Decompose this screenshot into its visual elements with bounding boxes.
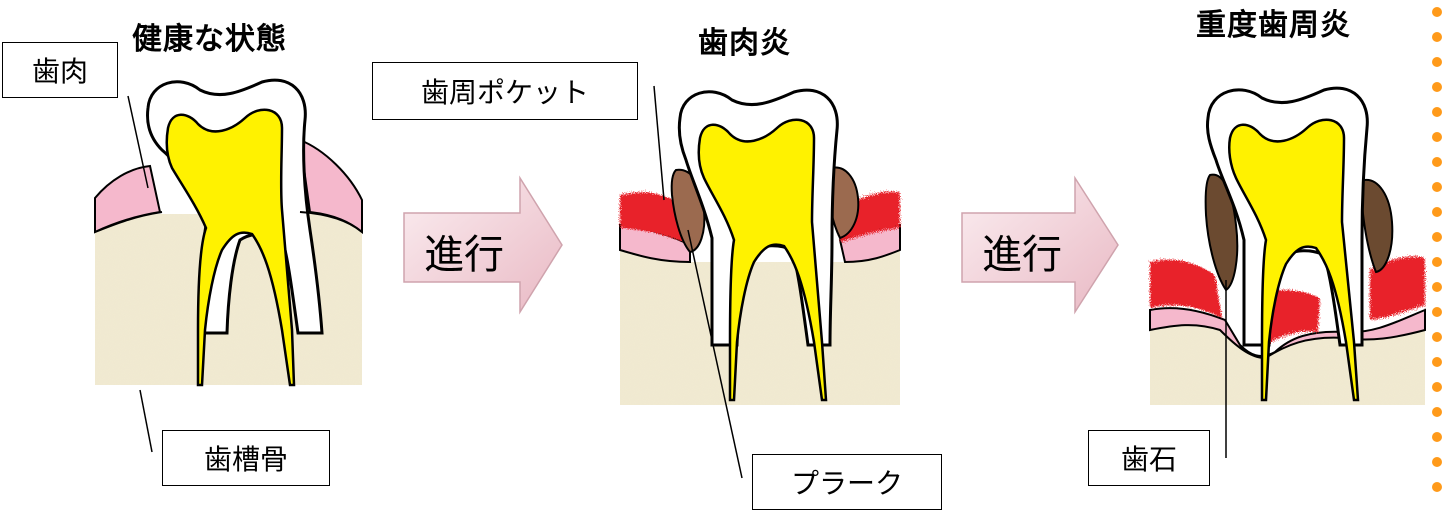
gingivitis-bone bbox=[620, 250, 900, 405]
plaque-label: プラーク bbox=[752, 454, 942, 510]
periodontitis-tartar-right bbox=[1362, 180, 1392, 272]
periodontitis-tooth-illustration bbox=[1150, 88, 1425, 405]
stage-title-periodontitis: 重度歯周炎 bbox=[1196, 0, 1351, 44]
stage-title-gingivitis: 歯肉炎 bbox=[698, 18, 791, 62]
tartar-label: 歯石 bbox=[1088, 430, 1210, 486]
bone-pointer-line bbox=[140, 390, 152, 452]
alveolar-bone-label: 歯槽骨 bbox=[162, 430, 330, 486]
dotted-border bbox=[1432, 7, 1442, 492]
gingivitis-tooth-illustration bbox=[620, 90, 900, 405]
pocket-pointer-line bbox=[654, 86, 664, 200]
progress-arrow-1-label: 進行 bbox=[424, 222, 504, 280]
stage-title-healthy: 健康な状態 bbox=[132, 14, 287, 58]
periodontal-pocket-label: 歯周ポケット bbox=[372, 62, 638, 120]
progress-arrow-2-label: 進行 bbox=[982, 222, 1062, 280]
gum-label: 歯肉 bbox=[2, 42, 118, 98]
